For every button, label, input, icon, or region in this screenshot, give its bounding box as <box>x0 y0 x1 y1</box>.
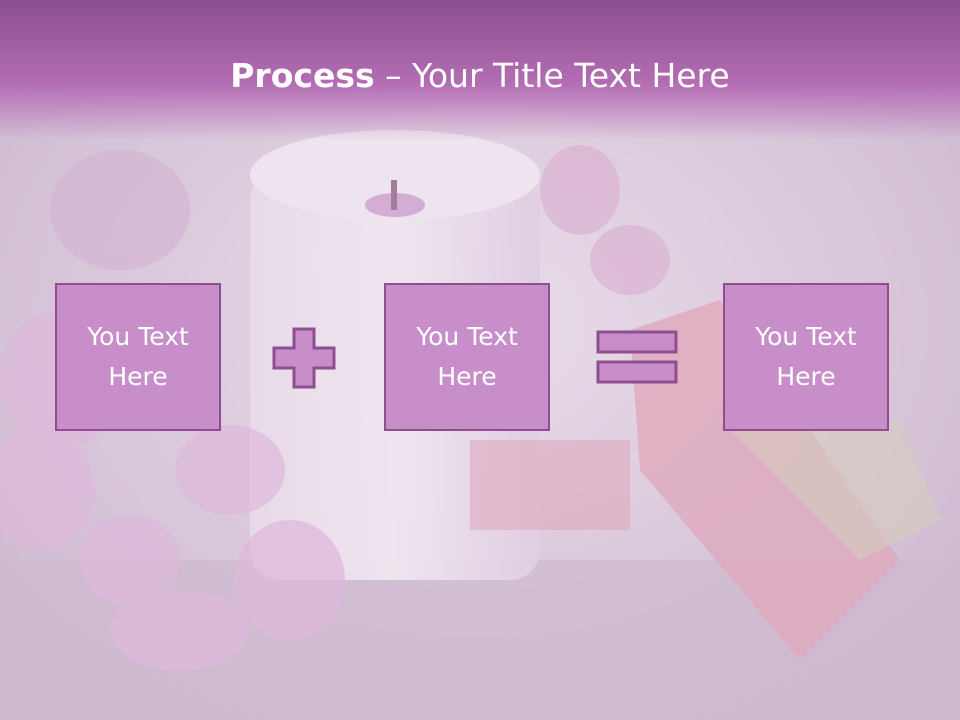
process-box-1[interactable]: You Text Here <box>55 283 221 431</box>
plus-icon <box>272 327 336 389</box>
process-box-1-text: You Text Here <box>87 322 189 391</box>
process-box-2-text: You Text Here <box>416 322 518 391</box>
process-box-3-text: You Text Here <box>755 322 857 391</box>
process-box-3[interactable]: You Text Here <box>723 283 889 431</box>
slide-title: Process – Your Title Text Here <box>0 56 960 96</box>
title-bar <box>0 0 960 140</box>
title-bold: Process <box>230 56 375 95</box>
process-box-2[interactable]: You Text Here <box>384 283 550 431</box>
title-rest: – Your Title Text Here <box>374 56 730 95</box>
equals-icon <box>596 330 678 384</box>
